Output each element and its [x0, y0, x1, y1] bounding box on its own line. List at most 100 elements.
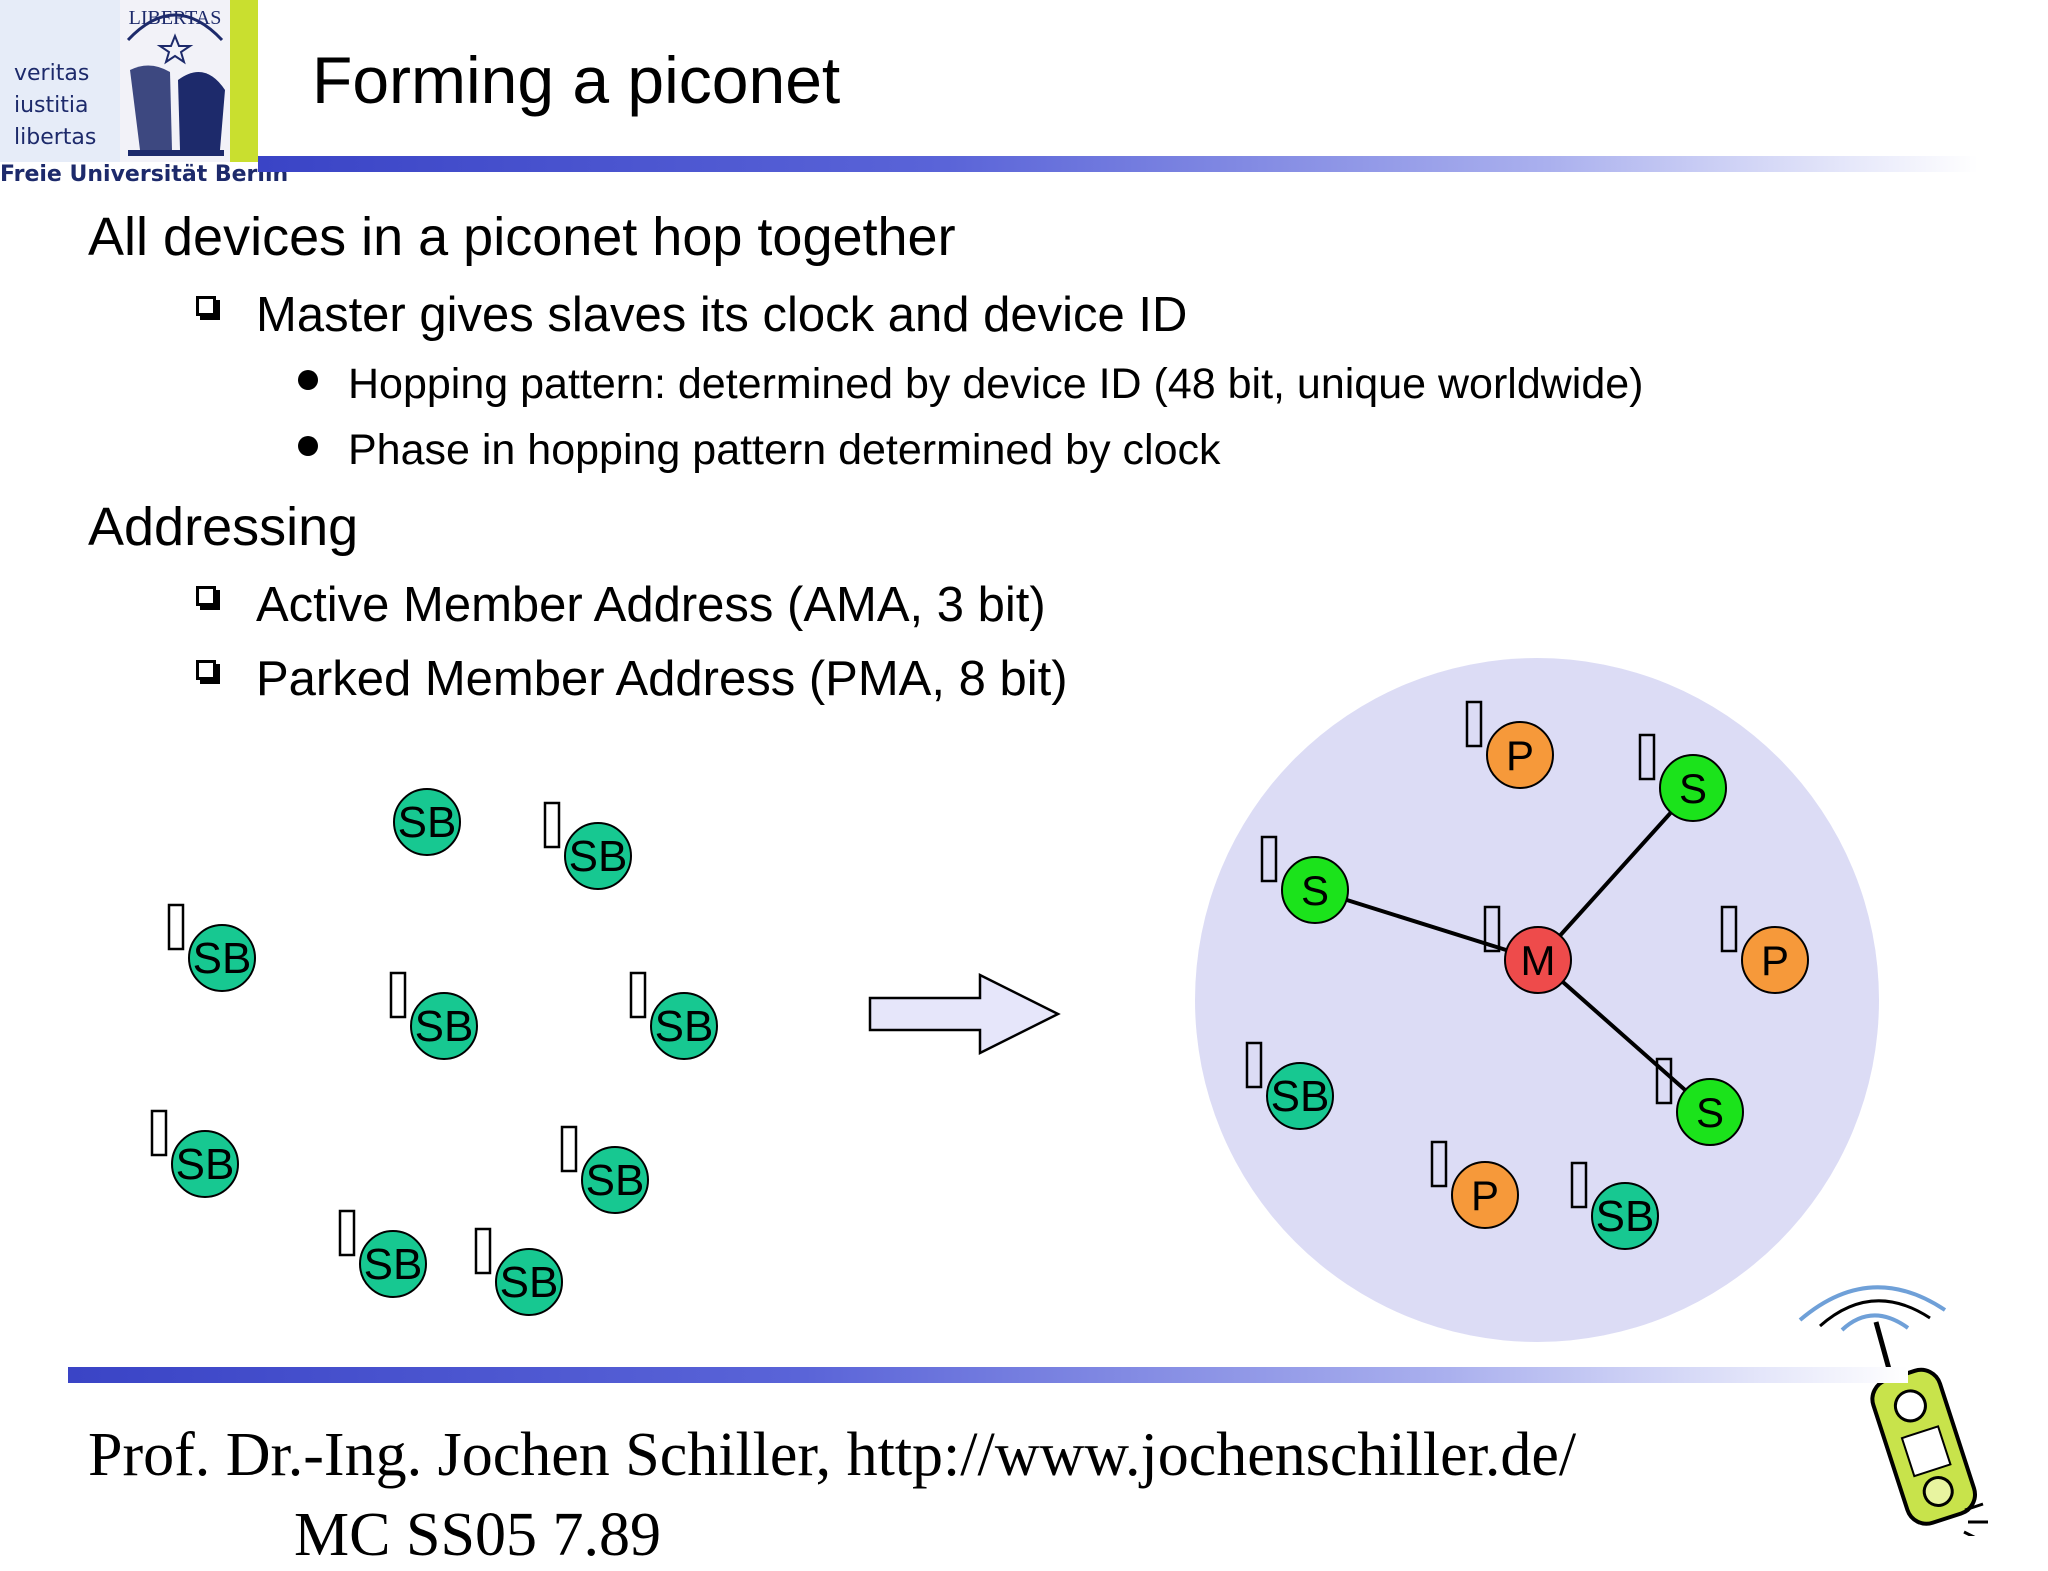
- standby-device-node: SB: [474, 1227, 563, 1316]
- footer-author: Prof. Dr.-Ing. Jochen Schiller, http://w…: [88, 1421, 1577, 1489]
- device-marker-icon: [474, 1227, 492, 1275]
- device-marker-icon: [560, 1125, 578, 1173]
- bullet-level1: All devices in a piconet hop together: [88, 207, 956, 267]
- bullet-level2: Parked Member Address (PMA, 8 bit): [256, 652, 1068, 706]
- device-node-label: P: [1761, 937, 1789, 984]
- title-rule: [258, 156, 1978, 172]
- square-bullet-icon: [196, 586, 216, 606]
- device-node-circle: [171, 1130, 239, 1198]
- device-node-label: S: [1301, 867, 1329, 914]
- device-node-label: M: [1521, 937, 1556, 984]
- bullet-level3: Hopping pattern: determined by device ID…: [348, 360, 1644, 408]
- device-marker-icon: [167, 903, 185, 951]
- device-node-circle: [1591, 1182, 1659, 1250]
- phone-icon: [1798, 1285, 1988, 1536]
- university-logo: veritas iustitia libertas LIBERTAS Freie…: [0, 0, 288, 190]
- device-node-circle: [1281, 856, 1349, 924]
- standby-device-node: SB: [629, 971, 718, 1060]
- university-name: Freie Universität Berlin: [0, 162, 289, 187]
- device-node-label: SB: [1596, 1192, 1655, 1241]
- device-node-circle: [564, 822, 632, 890]
- device-marker-icon: [1465, 700, 1483, 748]
- device-node-circle: [1486, 721, 1554, 789]
- device-node-circle: [1659, 754, 1727, 822]
- device-marker-icon: [1570, 1161, 1588, 1209]
- device-node-circle: [393, 788, 461, 856]
- bullet-level3: Phase in hopping pattern determined by c…: [348, 426, 1221, 474]
- device-marker-icon: [1638, 733, 1656, 781]
- bullet-level2: Master gives slaves its clock and device…: [256, 288, 1188, 342]
- device-node-label: SB: [398, 798, 457, 847]
- slave-device-node: S: [1638, 733, 1727, 822]
- bullet-level1: Addressing: [88, 497, 359, 557]
- standby-device-node: SB: [389, 971, 478, 1060]
- device-node-label: S: [1679, 765, 1707, 812]
- device-marker-icon: [338, 1209, 356, 1257]
- device-node-label: P: [1471, 1172, 1499, 1219]
- logo-motto: veritas iustitia libertas: [14, 58, 96, 154]
- device-node-label: SB: [176, 1140, 235, 1189]
- parked-device-node: P: [1465, 700, 1554, 789]
- logo-motto-line: libertas: [14, 125, 97, 150]
- device-marker-icon: [543, 801, 561, 849]
- device-node-label: P: [1506, 732, 1534, 779]
- parked-device-node: P: [1720, 905, 1809, 994]
- device-node-label: SB: [586, 1156, 645, 1205]
- device-marker-icon: [1483, 905, 1501, 953]
- device-marker-icon: [389, 971, 407, 1019]
- device-node-label: SB: [569, 832, 628, 881]
- device-node-label: SB: [655, 1002, 714, 1051]
- device-node-circle: [410, 992, 478, 1060]
- device-node-circle: [1266, 1062, 1334, 1130]
- device-node-label: SB: [415, 1002, 474, 1051]
- standby-device-node: SB: [393, 788, 461, 856]
- device-node-label: SB: [193, 934, 252, 983]
- device-node-circle: [1741, 926, 1809, 994]
- device-node-circle: [1676, 1078, 1744, 1146]
- device-node-label: SB: [364, 1240, 423, 1289]
- standby-device-node: SB: [150, 1109, 239, 1198]
- square-bullet-icon: [196, 660, 216, 680]
- device-node-circle: [650, 992, 718, 1060]
- device-marker-icon: [629, 971, 647, 1019]
- device-marker-icon: [1245, 1041, 1263, 1089]
- standby-devices-cluster: SB SB SB SB SB SB SB SB SB: [150, 788, 718, 1316]
- transition-arrow: [868, 972, 1061, 1056]
- piconet-circle: [1195, 658, 1879, 1342]
- device-marker-icon: [1260, 835, 1278, 883]
- standby-device-node: SB: [560, 1125, 649, 1214]
- standby-device-node: SB: [167, 903, 256, 992]
- device-node-label: SB: [500, 1258, 559, 1307]
- device-marker-icon: [1720, 905, 1738, 953]
- standby-device-node: SB: [1570, 1161, 1659, 1250]
- piconet-devices: M S S S P P P SB SB: [1245, 700, 1809, 1250]
- slave-device-node: S: [1260, 835, 1349, 924]
- standby-device-node: SB: [338, 1209, 427, 1298]
- square-bullet-icon: [196, 296, 216, 316]
- round-bullet-icon: [298, 436, 318, 456]
- standby-device-node: SB: [1245, 1041, 1334, 1130]
- device-node-circle: [495, 1248, 563, 1316]
- master-slave-link: [1536, 786, 1695, 962]
- logo-accent-bar: [230, 0, 258, 162]
- parked-device-node: P: [1430, 1140, 1519, 1229]
- footer-rule: [68, 1367, 1908, 1383]
- seal-lettering: LIBERTAS: [129, 7, 222, 29]
- master-slave-link: [1536, 958, 1712, 1114]
- standby-device-node: SB: [543, 801, 632, 890]
- master-slave-link: [1314, 888, 1539, 962]
- seal-icon: LIBERTAS: [120, 0, 230, 162]
- device-marker-icon: [1655, 1057, 1673, 1105]
- slave-device-node: S: [1655, 1057, 1744, 1146]
- master-device-node: M: [1483, 905, 1572, 994]
- device-node-circle: [1451, 1161, 1519, 1229]
- device-node-circle: [188, 924, 256, 992]
- slide-title: Forming a piconet: [312, 43, 841, 117]
- device-marker-icon: [150, 1109, 168, 1157]
- logo-motto-line: iustitia: [14, 93, 89, 118]
- device-node-circle: [581, 1146, 649, 1214]
- device-node-circle: [1504, 926, 1572, 994]
- device-marker-icon: [1430, 1140, 1448, 1188]
- round-bullet-icon: [298, 370, 318, 390]
- bullet-level2: Active Member Address (AMA, 3 bit): [256, 578, 1046, 632]
